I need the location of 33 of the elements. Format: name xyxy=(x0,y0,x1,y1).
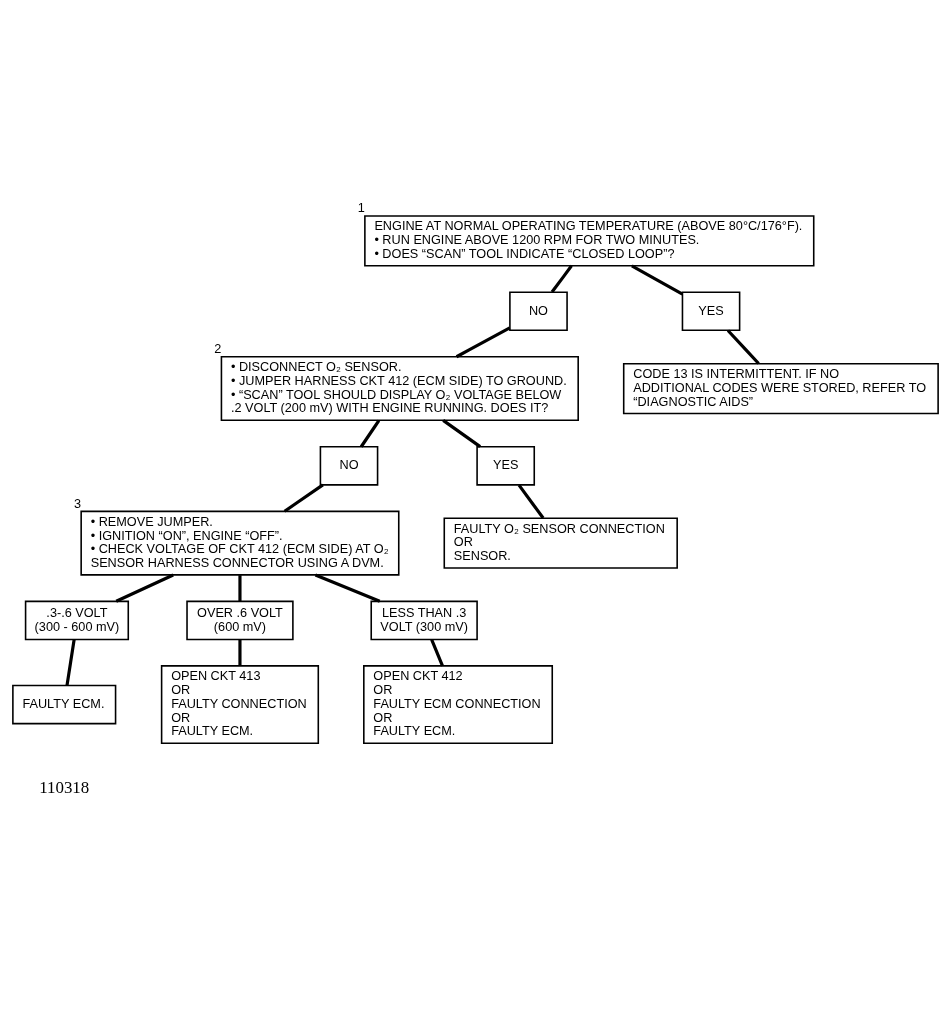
node-box: CODE 13 IS INTERMITTENT. IF NO ADDITIONAL CODES WERE STORED, REFER TO “DIAGNOSTIC AIDS” xyxy=(622,362,939,415)
connector xyxy=(455,326,511,359)
node-box: LESS THAN .3 VOLT (300 mV) xyxy=(370,600,478,641)
connector xyxy=(631,264,684,296)
connector xyxy=(283,483,324,513)
connector xyxy=(517,484,545,519)
node-box: ENGINE AT NORMAL OPERATING TEMPERATURE (ABOVE 80°C/176°F). • RUN ENGINE ABOVE 1200 RPM FOR TWO MINUTES. • DOES “SCAN” TOOL INDICATE “CLOSED LOOP”? xyxy=(364,215,815,267)
connector xyxy=(115,573,174,603)
node-box: FAULTY O₂ SENSOR CONNECTION OR SENSOR. xyxy=(443,517,678,569)
connector xyxy=(238,639,242,666)
connector xyxy=(314,573,381,603)
node-box: • DISCONNECT O₂ SENSOR. • JUMPER HARNESS CKT 412 (ECM SIDE) TO GROUND. • “SCAN” TOOL SHOULD DISPLAY O₂ VOLTAGE BELOW .2 VOLT (200 mV) WITH ENGINE RUNNING. DOES IT? xyxy=(220,356,579,422)
connector xyxy=(359,419,381,448)
node-box: NO xyxy=(319,446,379,486)
node-box: NO xyxy=(509,291,568,332)
connector xyxy=(65,639,76,686)
node-label: 1 xyxy=(357,201,365,216)
node-box: OVER .6 VOLT (600 mV) xyxy=(186,600,294,641)
node-label: 3 xyxy=(73,496,81,511)
node-box: .3-.6 VOLT (300 - 600 mV) xyxy=(24,600,130,641)
node-box: OPEN CKT 412 OR FAULTY ECM CONNECTION OR FAULTY ECM. xyxy=(363,665,554,744)
connector xyxy=(550,264,573,293)
node-box: OPEN CKT 413 OR FAULTY CONNECTION OR FAULTY ECM. xyxy=(160,665,320,744)
connector xyxy=(726,329,760,365)
node-box: • REMOVE JUMPER. • IGNITION “ON”, ENGINE “OFF”. • CHECK VOLTAGE OF CKT 412 (ECM SIDE) AT O₂ SENSOR HARNESS CONNECTOR USING A DVM. xyxy=(80,510,400,576)
node-box: YES xyxy=(476,446,536,486)
node-label: 2 xyxy=(214,342,222,357)
connector xyxy=(430,639,444,667)
connector xyxy=(442,419,482,448)
connector xyxy=(238,575,242,602)
node-box: FAULTY ECM. xyxy=(12,684,117,725)
node-box: YES xyxy=(681,291,741,332)
label: 110318 xyxy=(39,777,90,797)
